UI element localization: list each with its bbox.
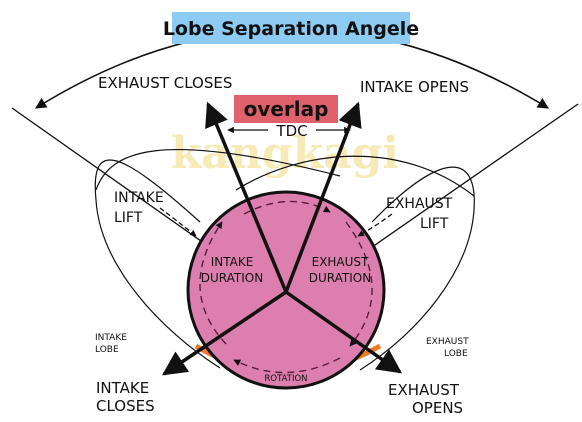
title-background	[172, 12, 410, 44]
exhaust-duration-dashed-arrow	[345, 221, 373, 347]
intake-opens-label: INTAKE OPENS	[360, 78, 469, 96]
exhaust-lift-label-line1: EXHAUST	[386, 196, 453, 212]
exhaust-duration-label-line2: DURATION	[309, 271, 371, 285]
exhaust-lobe-label-line1: EXHAUST	[426, 337, 469, 347]
overlap-text: overlap	[244, 97, 329, 121]
intake-lift-label-line2: LIFT	[114, 210, 143, 226]
watermark-text: kangkagi	[171, 128, 399, 179]
intake-lift-arrow	[159, 207, 197, 237]
exhaust-lift-arrow	[357, 213, 393, 237]
rotation-dashed-arrow	[233, 357, 341, 374]
exhaust-duration-label-line1: EXHAUST	[312, 255, 369, 269]
intake-opens-line	[284, 101, 362, 293]
exhaust-lobe-outline-top	[235, 155, 475, 197]
exhaust-closes-line	[205, 101, 288, 293]
exhaust-lift-label-line2: LIFT	[420, 216, 449, 232]
intake-closes-label-line2: CLOSES	[96, 397, 155, 415]
exhaust-opens-label-line2: OPENS	[412, 399, 463, 417]
intake-lobe-outline	[94, 159, 221, 369]
intake-closes-label-line1: INTAKE	[96, 379, 149, 397]
intake-closes-line	[161, 290, 287, 376]
intake-lobe-label-line1: INTAKE	[95, 333, 127, 343]
intake-lobe-label-line2: LOBE	[95, 345, 119, 355]
intake-duration-dashed-arrow	[199, 221, 227, 345]
intake-lobe-outline-top	[95, 148, 341, 191]
intake-lift-label-line1: INTAKE	[114, 190, 164, 206]
title-text: Lobe Separation Angele	[163, 18, 419, 40]
tdc-label: TDC	[275, 122, 307, 140]
overlap-background	[234, 95, 338, 123]
exhaust-closes-label: EXHAUST CLOSES	[98, 74, 232, 92]
intake-duration-label-line1: INTAKE	[211, 255, 254, 269]
exhaust-opens-label-line1: EXHAUST	[388, 381, 460, 399]
exhaust-lobe-outline	[359, 166, 475, 371]
exhaust-opens-line	[284, 290, 403, 374]
intake-duration-label-line2: DURATION	[201, 271, 263, 285]
exhaust-lobe-label-line2: LOBE	[444, 349, 468, 359]
rotation-label: ROTATION	[264, 374, 307, 384]
